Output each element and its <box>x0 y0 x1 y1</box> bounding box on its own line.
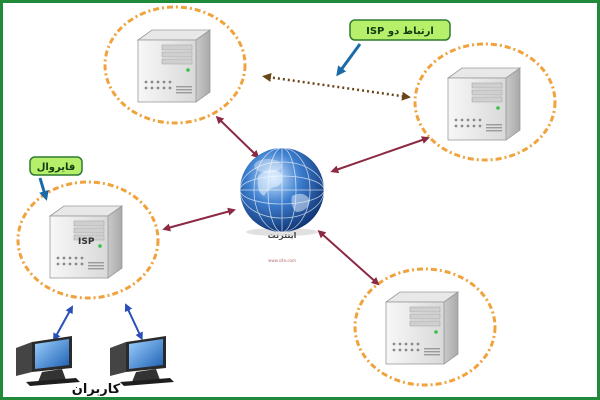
arrow-internet-right-server <box>330 136 430 174</box>
arrow-user-2-isp <box>124 303 143 341</box>
server-tower-icon <box>385 291 459 365</box>
internet-sublabel: www.site.com <box>268 258 296 263</box>
arrow-internet-top-server <box>215 115 260 159</box>
server-tower-icon <box>137 29 211 103</box>
globe-icon <box>239 147 325 236</box>
arrow-internet-isp-server <box>162 207 236 232</box>
arrow-internet-bottom-server <box>317 230 380 286</box>
isp-link-pointer <box>336 43 362 77</box>
ring-right-server <box>413 42 557 162</box>
firewall-callout: فايروال <box>29 156 83 176</box>
ring-isp-server <box>16 180 160 300</box>
desktop-monitor-icon <box>16 336 80 386</box>
firewall-pointer <box>38 177 49 201</box>
arrow-user-1-isp <box>53 305 73 342</box>
users-label: کاربران <box>72 382 121 397</box>
desktop-monitor-icon <box>110 336 174 386</box>
internet-label: اينترنت <box>268 231 297 240</box>
ring-top-server <box>103 5 247 125</box>
isp-link-callout: ارتباط دو ISP <box>349 19 451 41</box>
isp-server-label: ISP <box>78 237 95 247</box>
isp-link-arrow <box>262 72 411 101</box>
ring-bottom-server <box>353 267 497 387</box>
server-tower-icon <box>447 67 521 141</box>
isp-link-label: ارتباط دو ISP <box>366 26 434 37</box>
firewall-label: فايروال <box>37 162 76 173</box>
